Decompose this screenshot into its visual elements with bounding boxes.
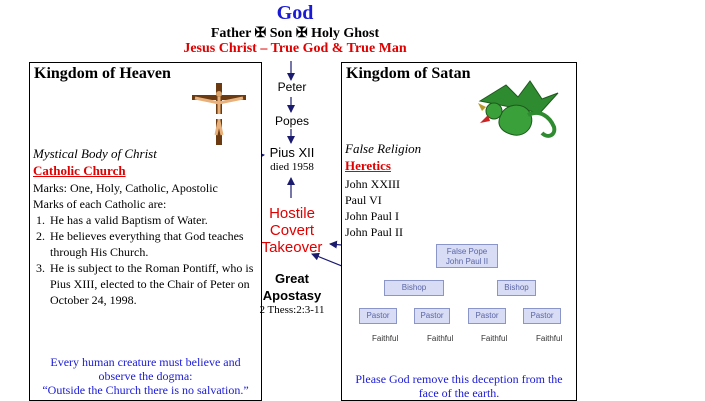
org-pastor-box: Pastor (414, 308, 450, 324)
popes-label: Popes (274, 114, 310, 128)
org-pastor-box: Pastor (523, 308, 561, 324)
heretic-pope: John Paul I (345, 209, 399, 223)
marks-list: He has a valid Baptism of Water. He beli… (30, 212, 273, 308)
satan-title: Kingdom of Satan (346, 65, 471, 82)
org-faithful-label: Faithful (372, 334, 399, 343)
heretic-pope: John Paul II (345, 225, 403, 239)
org-faithful-label: Faithful (536, 334, 563, 343)
dragon-icon (478, 80, 559, 138)
marks-line-1: Marks: One, Holy, Catholic, Apostolic (33, 181, 218, 195)
heretics-label: Heretics (345, 158, 391, 173)
false-religion-label: False Religion (345, 141, 422, 156)
org-false-pope-box: False Pope John Paul II (436, 244, 498, 268)
great-label: Great (275, 271, 309, 286)
kingdom-of-satan-panel: Kingdom of Satan False Religion Heretics… (341, 62, 577, 401)
org-pastor-box: Pastor (468, 308, 506, 324)
marks-list-item: He is subject to the Roman Pontiff, who … (48, 260, 273, 308)
trinity-line: Father ✠ Son ✠ Holy Ghost (210, 26, 380, 41)
org-bishop-box: Bishop (497, 280, 536, 296)
covert-label: Covert (269, 222, 315, 239)
org-faithful-label: Faithful (427, 334, 454, 343)
org-false-pope-line2: John Paul II (445, 257, 489, 266)
marks-list-item: He believes everything that God teaches … (48, 228, 273, 260)
heaven-title: Kingdom of Heaven (34, 65, 171, 82)
pius-died-label: died 1958 (270, 161, 314, 173)
org-faithful-label: Faithful (481, 334, 508, 343)
subtitle-line: Jesus Christ – True God & True Man (183, 41, 407, 56)
marks-list-item: He has a valid Baptism of Water. (48, 212, 273, 228)
page-title: God (276, 2, 314, 24)
hostile-label: Hostile (269, 205, 315, 222)
heretic-pope: John XXIII (345, 177, 400, 191)
takeover-label: Takeover (261, 239, 323, 256)
crucifix-icon (192, 83, 246, 145)
org-bishop-box: Bishop (384, 280, 444, 296)
org-false-pope-line1: False Pope (446, 247, 488, 256)
satan-footer-1: Please God remove this deception from th… (355, 372, 563, 386)
org-pastor-box: Pastor (359, 308, 397, 324)
mystical-body-label: Mystical Body of Christ (33, 146, 157, 161)
apostasy-label: Apostasy (262, 288, 322, 303)
heaven-footer-2: observe the dogma: (98, 369, 193, 383)
heretic-pope: Paul VI (345, 193, 382, 207)
verse-label: 2 Thess:2:3-11 (259, 304, 325, 316)
heaven-footer-3: “Outside the Church there is no salvatio… (42, 383, 249, 397)
peter-label: Peter (277, 80, 307, 94)
heaven-footer-1: Every human creature must believe and (50, 355, 241, 369)
marks-line-2: Marks of each Catholic are: (33, 197, 167, 211)
satan-footer-2: face of the earth. (418, 386, 500, 400)
kingdom-of-heaven-panel: Kingdom of Heaven Mystical Body of Chris… (29, 62, 262, 401)
pius-label: Pius XII (269, 145, 315, 160)
catholic-church-label: Catholic Church (33, 163, 126, 178)
